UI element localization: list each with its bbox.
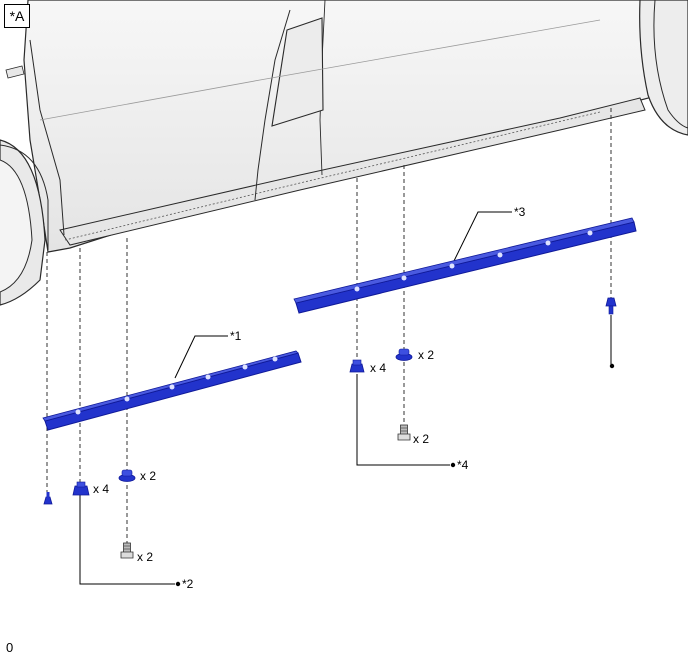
callout-2: *2 [182,577,194,591]
callout-1: *1 [230,329,242,343]
left-end-clip-icon [43,492,53,505]
moulding-part-1 [42,350,302,431]
right-end-clip-icon [605,297,617,315]
figure-code: 0 [6,640,14,655]
front-wheel [639,0,688,136]
callout-leaders [79,211,612,585]
left-screw-icon [120,542,134,559]
qty-right-clip-a: x 4 [370,361,386,375]
qty-right-clip-b: x 2 [418,348,434,362]
leader-dots [175,363,615,587]
qty-left-clip-a: x 4 [93,482,109,496]
qty-right-screw: x 2 [413,432,429,446]
vehicle-body [5,0,661,253]
callout-3: *3 [514,205,526,219]
qty-left-clip-b: x 2 [140,469,156,483]
left-clip-a-icon [72,481,90,496]
rear-wheel [0,139,49,306]
view-label: *A [4,4,30,28]
callout-4: *4 [457,458,469,472]
left-clip-b-icon [118,469,136,482]
leader-lines [46,108,612,545]
right-clip-a-icon [349,359,365,373]
moulding-part-3 [293,217,637,314]
right-clip-b-icon [395,348,413,361]
qty-left-screw: x 2 [137,550,153,564]
right-screw-icon [397,424,411,441]
